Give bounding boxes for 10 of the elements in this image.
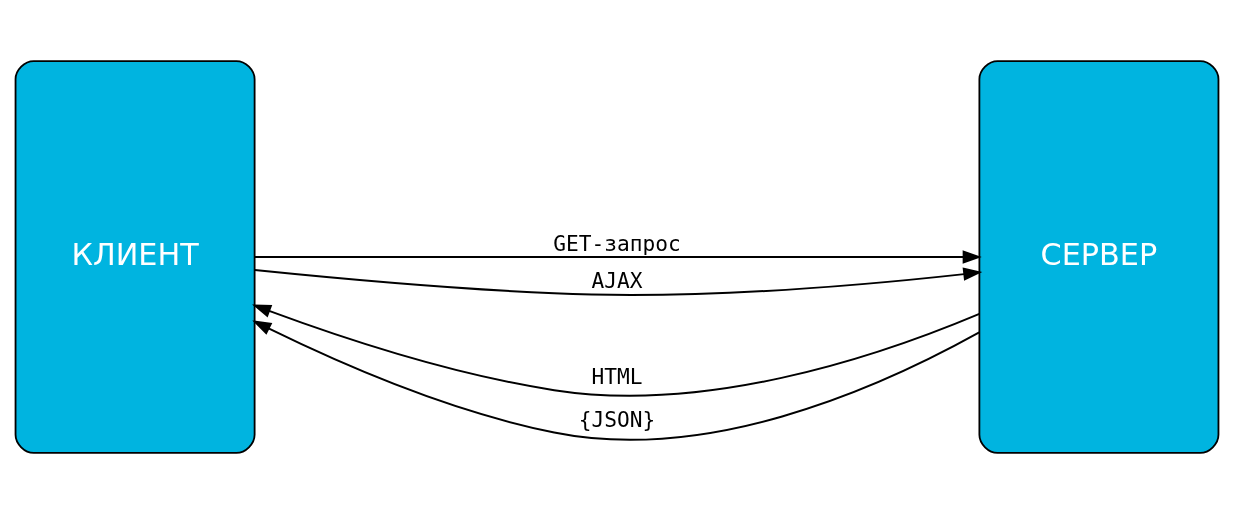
edge-label: {JSON} — [578, 406, 656, 432]
edge-label: AJAX — [591, 267, 643, 293]
edge-label: HTML — [591, 364, 643, 390]
arrow — [252, 304, 981, 397]
arrow — [252, 320, 981, 441]
edge-label: GET-запрос — [553, 231, 681, 257]
node-box: КЛИЕНТ — [14, 60, 256, 454]
node-box: СЕРВЕР — [978, 60, 1220, 454]
arrow — [253, 250, 982, 264]
arrow — [253, 267, 983, 296]
